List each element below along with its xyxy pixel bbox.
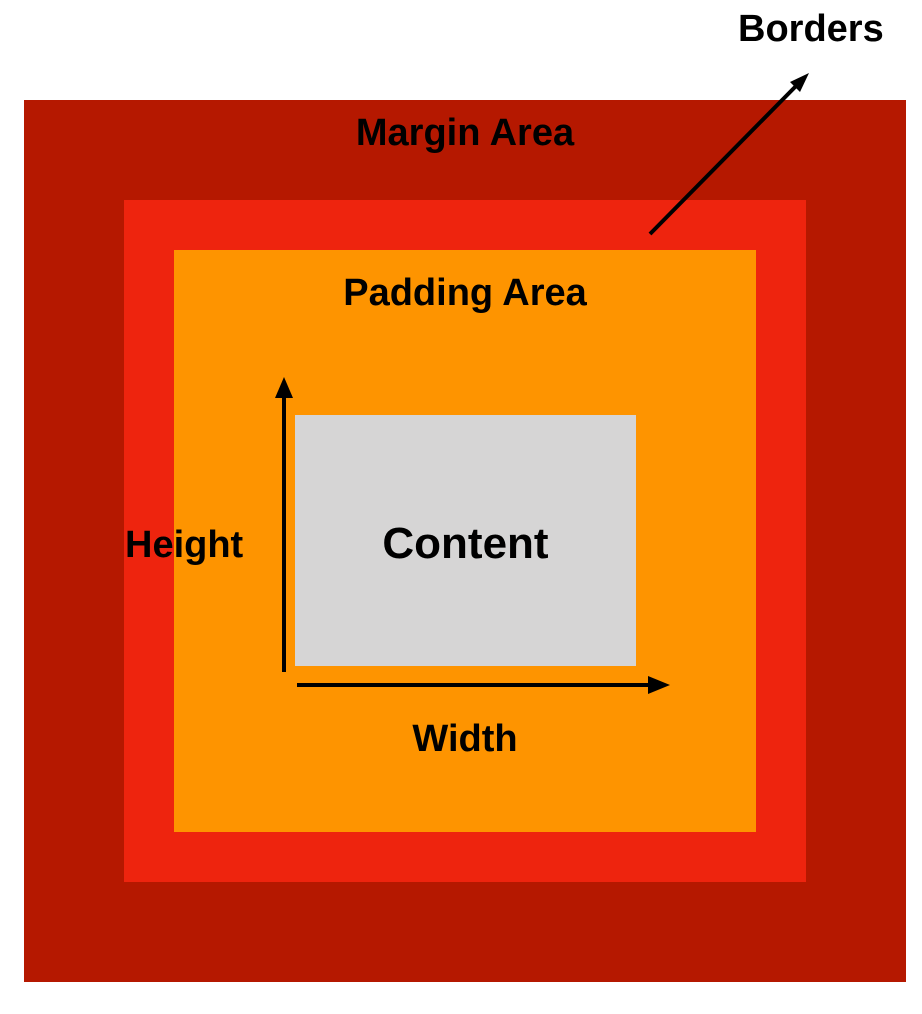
padding-area-label: Padding Area xyxy=(343,272,587,314)
height-label: Height xyxy=(125,524,244,566)
margin-area-label: Margin Area xyxy=(355,112,575,154)
borders-pointer-arrow xyxy=(648,73,809,236)
borders-label: Borders xyxy=(738,8,884,50)
width-arrow xyxy=(297,676,670,694)
content-label: Content xyxy=(382,519,549,568)
height-arrow xyxy=(275,377,293,672)
content-box xyxy=(295,415,636,666)
width-label: Width xyxy=(412,718,518,760)
